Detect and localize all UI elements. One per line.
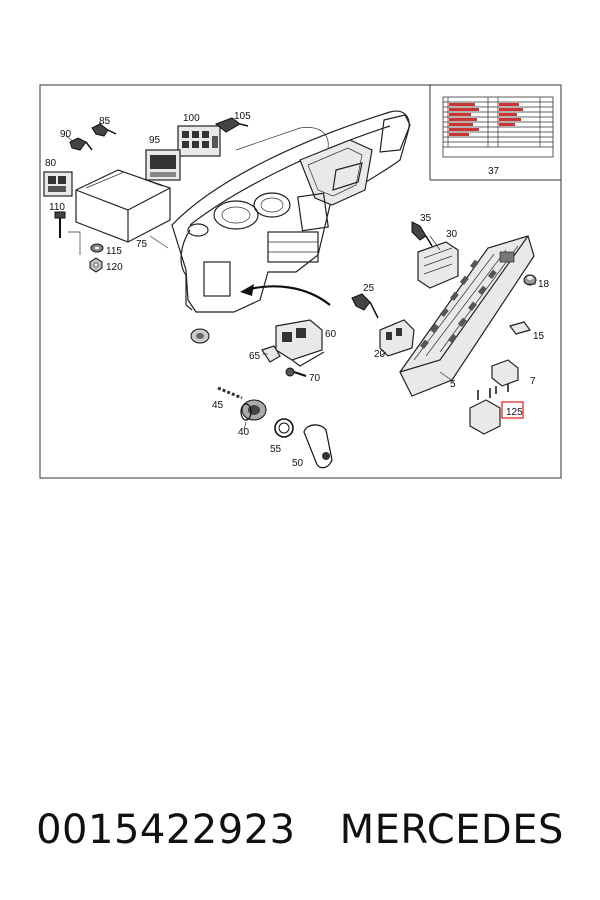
part-18-cap <box>523 274 537 286</box>
part-120-nut <box>89 257 103 273</box>
part-115-washer <box>90 243 104 253</box>
callout-60: 60 <box>325 329 337 340</box>
part-65-clip <box>261 345 281 363</box>
leader-lines <box>65 121 536 431</box>
part-60-bracket <box>275 319 325 367</box>
part-30-connector <box>417 241 459 289</box>
callout-125: 125 <box>506 407 523 418</box>
callout-40: 40 <box>238 427 250 438</box>
part-25-terminal <box>351 293 379 319</box>
part-15-relay <box>508 321 532 335</box>
callout-35: 35 <box>420 213 432 224</box>
part-40-socket <box>240 399 267 421</box>
part-5-fuse-box <box>399 235 535 397</box>
callout-20: 20 <box>374 349 386 360</box>
callout-85: 85 <box>99 116 111 127</box>
part-80-connector <box>43 171 73 197</box>
part-20-connector <box>379 319 415 357</box>
callout-55: 55 <box>270 444 282 455</box>
part-50-cap <box>303 424 333 469</box>
callout-18: 18 <box>538 279 550 290</box>
part-85-clip <box>91 123 117 137</box>
part-75-control-module <box>75 169 171 243</box>
callout-37: 37 <box>488 166 500 177</box>
part-90-clip <box>69 137 93 151</box>
callout-25: 25 <box>363 283 375 294</box>
callout-90: 90 <box>60 129 72 140</box>
part-105-terminal <box>215 117 249 133</box>
part-70-screw <box>285 367 307 377</box>
grommet <box>190 328 210 344</box>
highlight-box <box>501 401 524 419</box>
callout-110: 110 <box>49 202 65 213</box>
callout-100: 100 <box>183 113 200 124</box>
callout-labels: 85 90 100 105 95 80 110 75 115 120 37 35… <box>45 111 550 469</box>
part-100-connector <box>177 125 221 157</box>
part-45-cable <box>217 386 243 400</box>
part-95-connector <box>145 149 181 181</box>
callout-7: 7 <box>530 376 536 387</box>
callout-5: 5 <box>450 379 456 390</box>
callout-120: 120 <box>106 262 123 273</box>
callout-65: 65 <box>249 351 261 362</box>
callout-70: 70 <box>309 373 321 384</box>
parts-diagram: 85 90 100 105 95 80 110 75 115 120 37 35… <box>39 84 562 479</box>
callout-45: 45 <box>212 400 224 411</box>
callout-15: 15 <box>533 331 545 342</box>
part-35-plug <box>411 221 433 247</box>
part-number: 0015422923 <box>36 807 296 853</box>
dashboard-panel <box>171 110 411 313</box>
part-110-bolt <box>54 211 66 238</box>
part-125-relay <box>469 388 501 435</box>
brand-name: MERCEDES <box>339 807 564 853</box>
callout-95: 95 <box>149 135 161 146</box>
product-footer: 0015422923 MERCEDES <box>0 795 600 865</box>
part-7-relay <box>491 359 519 394</box>
direction-arrow <box>240 284 331 306</box>
wiring-table-inset <box>429 85 561 181</box>
callout-30: 30 <box>446 229 458 240</box>
callout-50: 50 <box>292 458 304 469</box>
part-55-ring <box>274 418 294 438</box>
callout-115: 115 <box>106 246 122 257</box>
callout-80: 80 <box>45 158 57 169</box>
callout-75: 75 <box>136 239 148 250</box>
callout-105: 105 <box>234 111 251 122</box>
